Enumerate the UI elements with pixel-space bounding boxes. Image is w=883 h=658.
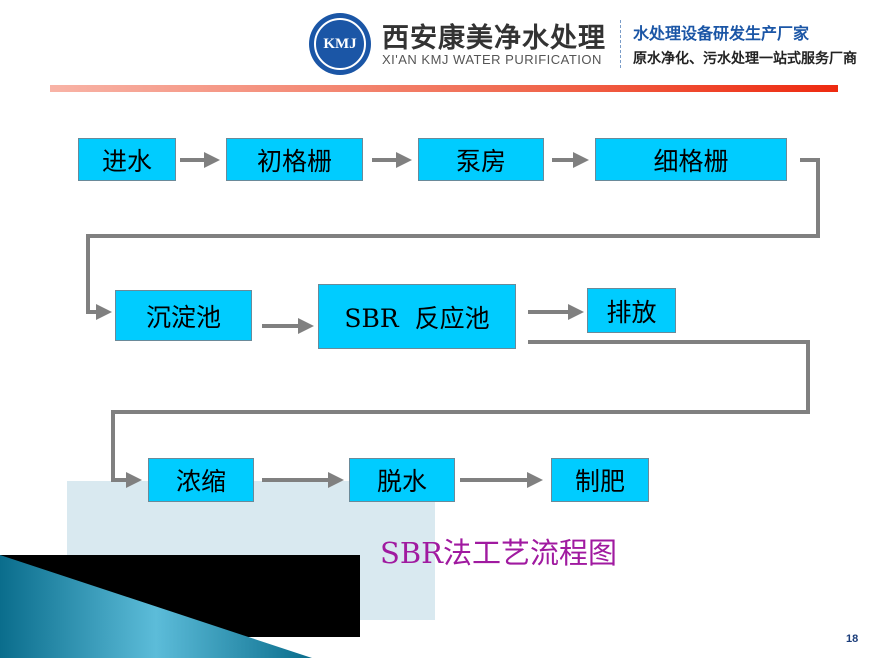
step-fertilizer: 制肥: [551, 458, 649, 502]
kmj-logo: KMJ: [309, 13, 371, 75]
logo-text: KMJ: [314, 18, 366, 70]
page-number: 18: [846, 633, 859, 645]
arrow: [111, 340, 810, 488]
step-sedimentation: 沉淀池: [115, 290, 252, 341]
header-divider: [620, 20, 621, 68]
step-coarse-screen: 初格栅: [226, 138, 363, 181]
step-discharge: 排放: [587, 288, 676, 333]
header-red-bar: [50, 85, 838, 92]
step-fine-screen: 细格栅: [595, 138, 787, 181]
step-thickening: 浓缩: [148, 458, 254, 502]
step-inlet: 进水: [78, 138, 176, 181]
tagline-1: 水处理设备研发生产厂家: [633, 24, 810, 43]
step-pump-house: 泵房: [418, 138, 544, 181]
company-name-en: XI'AN KMJ WATER PURIFICATION: [382, 52, 602, 67]
tagline-2: 原水净化、污水处理一站式服务厂商: [633, 51, 857, 67]
diagram-title: SBR法工艺流程图: [380, 536, 618, 570]
step-dewatering: 脱水: [349, 458, 455, 502]
company-name: 西安康美净水处理: [382, 23, 606, 54]
arrow: [86, 158, 820, 320]
step-sbr-tank: SBR 反应池: [318, 284, 516, 349]
